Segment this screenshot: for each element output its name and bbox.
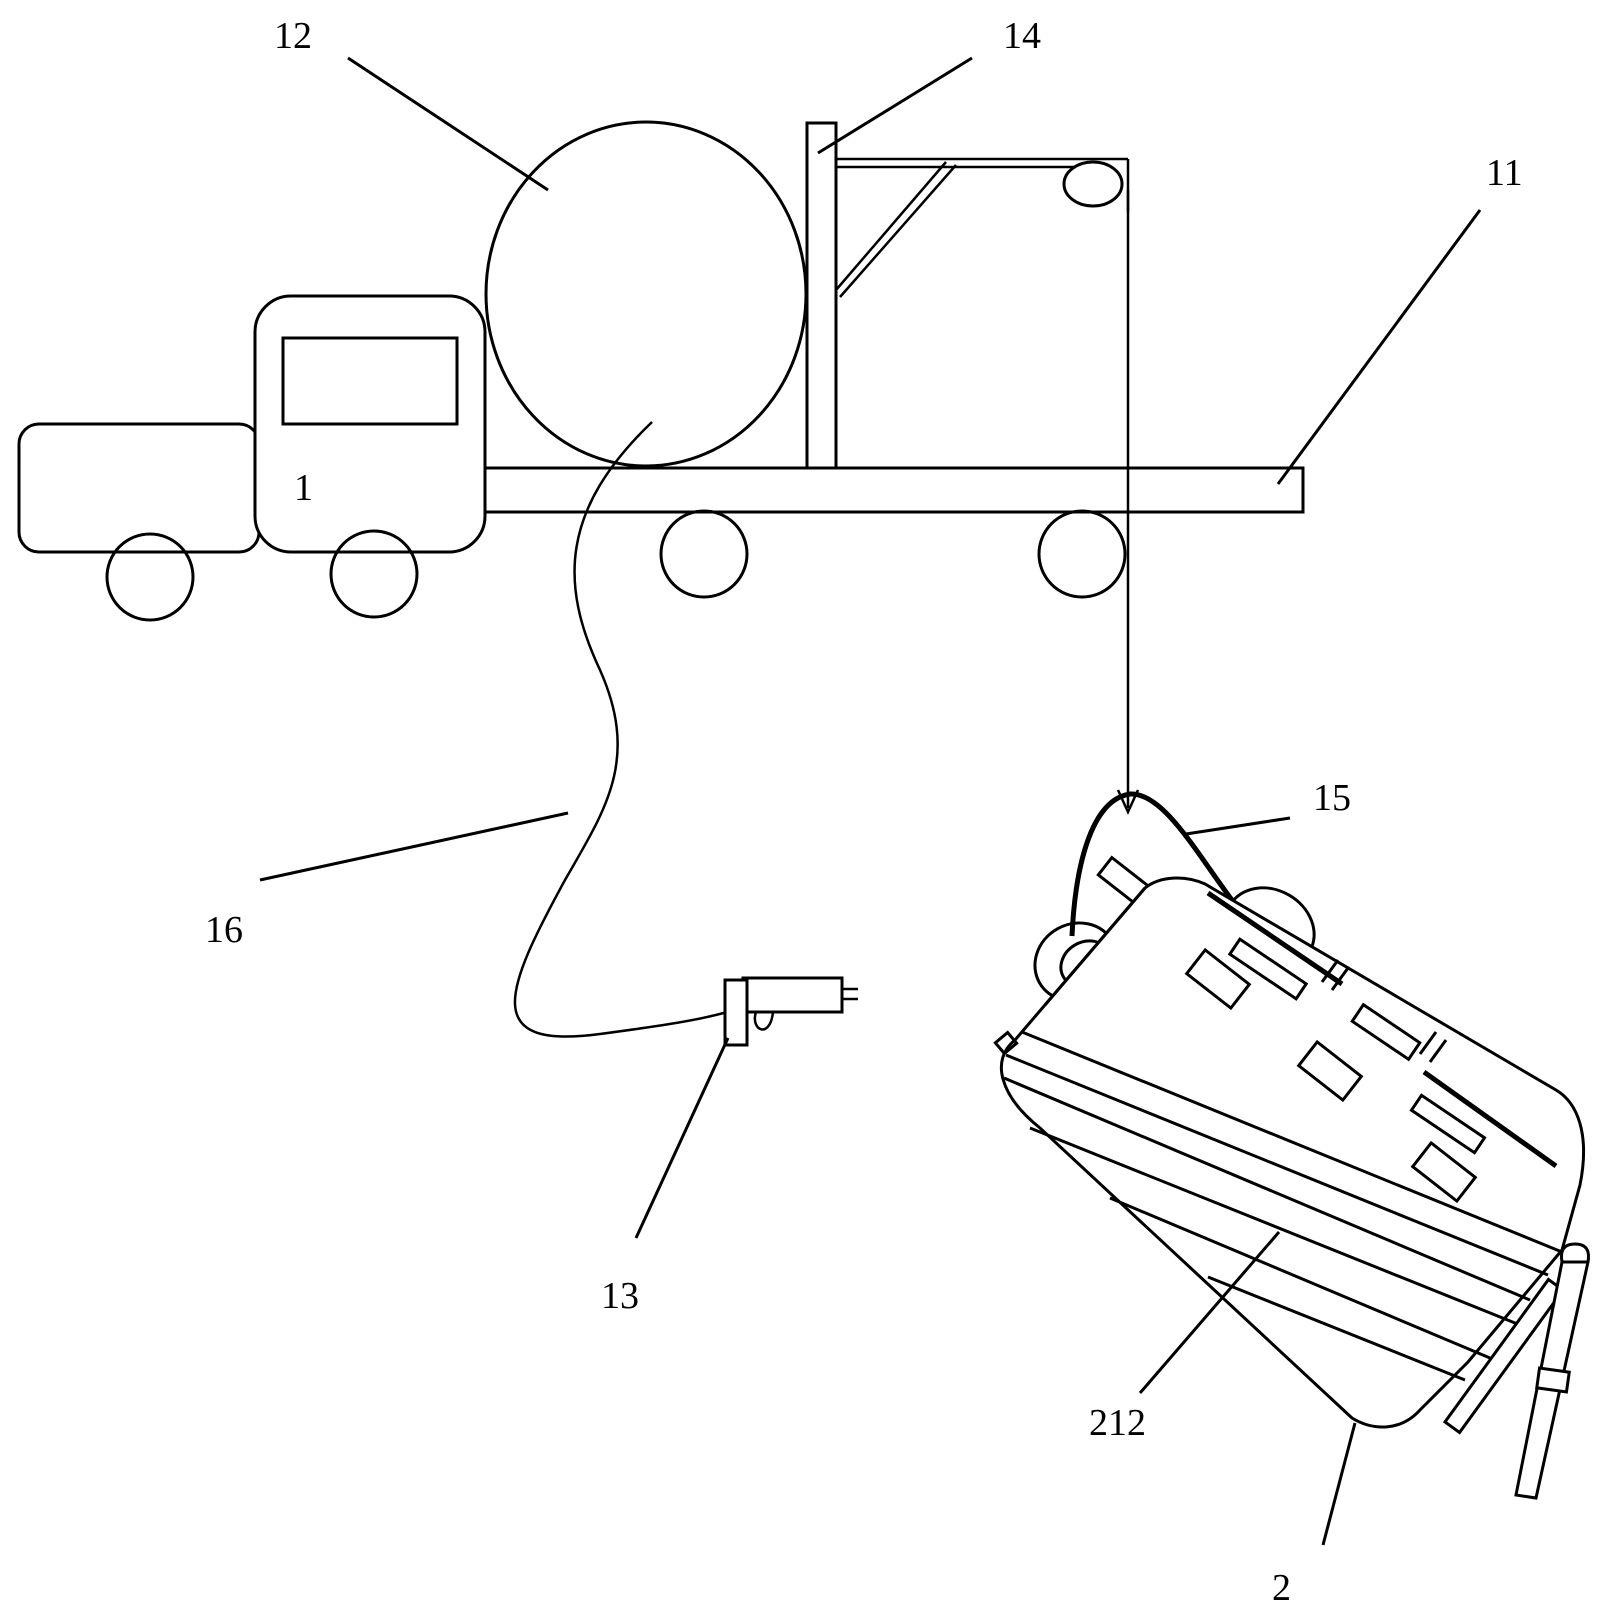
body-roof-edge xyxy=(1043,887,1147,1006)
door-tick-1 xyxy=(1320,959,1340,983)
exhaust-clamp xyxy=(1535,1366,1571,1394)
body-line-4 xyxy=(1029,1126,1521,1327)
platform xyxy=(483,466,1305,599)
leader-2 xyxy=(1321,1422,1357,1546)
lifting-sling xyxy=(1069,791,1254,937)
gun-body xyxy=(741,976,844,1014)
leader-13 xyxy=(634,1037,730,1239)
body-line-1 xyxy=(1021,1030,1563,1254)
leader-16 xyxy=(259,811,569,882)
leader-15 xyxy=(1185,816,1291,836)
label-reel: 12 xyxy=(274,15,312,57)
overturned-vehicle xyxy=(993,791,1590,1500)
brace-a xyxy=(835,161,947,291)
label-truck: 1 xyxy=(294,467,313,509)
vehicle-body xyxy=(999,876,1586,1429)
pulley xyxy=(1062,160,1124,208)
body-line-2 xyxy=(1005,1053,1549,1277)
mast-post xyxy=(805,121,838,470)
hose xyxy=(513,421,728,1038)
label-mast: 14 xyxy=(1003,15,1041,57)
gun-trigger xyxy=(753,1011,775,1031)
truck-rear-wheel xyxy=(329,529,419,619)
platform-deck xyxy=(483,466,1305,514)
leader-11 xyxy=(1276,209,1482,485)
body-line-5 xyxy=(1109,1196,1491,1360)
window-hatch-2 xyxy=(1296,1039,1364,1103)
label-hose: 16 xyxy=(205,909,243,951)
truck-front-wheel xyxy=(105,532,195,622)
label-vehicle: 2 xyxy=(1272,1567,1291,1609)
truck xyxy=(17,294,487,622)
door-handle-1 xyxy=(1227,937,1309,1001)
leader-212 xyxy=(1138,1231,1281,1394)
door-strip-1 xyxy=(1206,890,1344,987)
brace-b xyxy=(839,164,957,298)
body-line-6 xyxy=(1207,1275,1466,1382)
spray-gun xyxy=(723,976,858,1047)
door-tick-4 xyxy=(1428,1039,1448,1063)
truck-hood xyxy=(17,422,261,554)
label-body-part: 212 xyxy=(1089,1402,1146,1444)
door-tick-3 xyxy=(1418,1031,1438,1055)
leader-12 xyxy=(347,56,549,192)
gun-grip xyxy=(723,978,749,1047)
label-platform: 11 xyxy=(1486,152,1523,194)
body-line-3 xyxy=(1003,1076,1531,1302)
platform-wheel-left xyxy=(659,509,749,599)
door-handle-2 xyxy=(1350,1002,1422,1062)
leader-14 xyxy=(817,56,973,155)
truck-window xyxy=(281,336,459,426)
door-strip-2 xyxy=(1422,1069,1558,1169)
rear-bar xyxy=(1442,1277,1566,1435)
leader-lines xyxy=(259,56,1482,1546)
door-handle-3 xyxy=(1409,1093,1487,1155)
window-hatch-3 xyxy=(1410,1140,1478,1204)
door-tick-2 xyxy=(1330,967,1350,991)
platform-wheel-right xyxy=(1037,509,1127,599)
window-hatch-1 xyxy=(1184,947,1252,1011)
side-tab xyxy=(993,1030,1019,1056)
label-hook: 15 xyxy=(1313,777,1351,819)
label-gun: 13 xyxy=(601,1275,639,1317)
hose-reel xyxy=(484,120,808,468)
